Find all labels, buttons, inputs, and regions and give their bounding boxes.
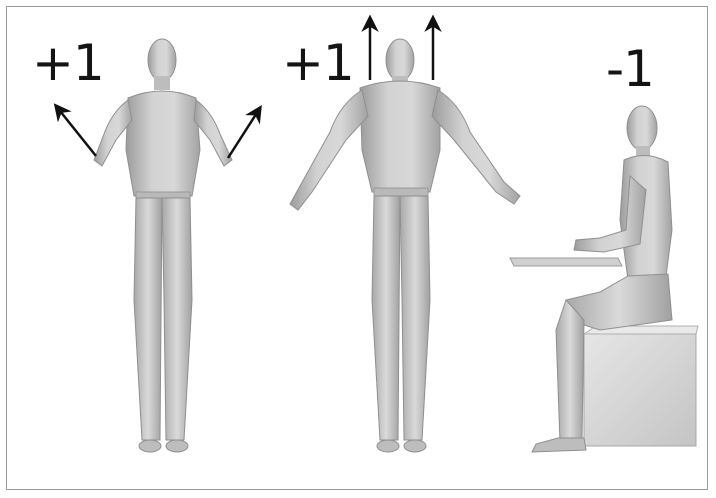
arrow-left-arm-up	[56, 106, 96, 156]
stool	[584, 326, 698, 446]
figure-arms-raised-sideways	[94, 39, 232, 452]
figure-arms-raised-overhead	[290, 39, 520, 452]
table	[510, 258, 622, 266]
arrow-right-arm-up	[228, 108, 260, 158]
